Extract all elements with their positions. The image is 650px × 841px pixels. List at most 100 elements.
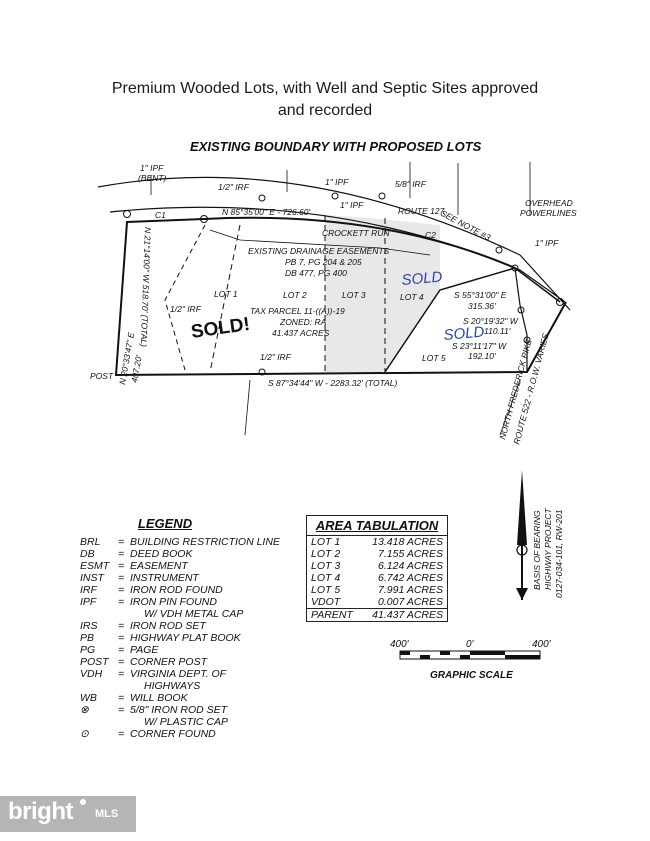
legend-item: W/ VDH METAL CAP xyxy=(80,608,300,620)
label-ipf-top: 1" IPF xyxy=(325,177,349,187)
label-irf-bottom: 1/2" IRF xyxy=(260,352,292,362)
area-title: AREA TABULATION xyxy=(307,516,447,536)
label-n20b: 407.20' xyxy=(129,354,144,383)
watermark-logo: bright MLS xyxy=(0,796,136,832)
legend-desc: IRON ROD SET xyxy=(130,620,206,632)
legend-desc: IRON PIN FOUND xyxy=(130,596,217,608)
legend-abbr: VDH xyxy=(80,668,103,680)
watermark-dot-icon xyxy=(80,799,86,805)
label-s20: S 20°19'32" W xyxy=(463,316,519,326)
legend-item: PG=PAGE xyxy=(80,644,300,656)
graphic-scale xyxy=(399,650,541,660)
legend-equals: = xyxy=(118,656,125,668)
label-overhead1: OVERHEAD xyxy=(525,198,573,208)
label-crockett: CROCKETT RUN xyxy=(322,228,390,238)
legend-desc: WILL BOOK xyxy=(130,692,188,704)
label-drain1: EXISTING DRAINAGE EASEMENTS xyxy=(248,246,390,256)
legend-abbr xyxy=(80,608,118,620)
legend-equals xyxy=(118,608,130,620)
label-tax3: 41.437 ACRES xyxy=(272,328,330,338)
label-post: POST xyxy=(90,371,114,381)
label-s20b: 110.11' xyxy=(484,326,511,336)
area-row-value: 0.007 ACRES xyxy=(378,596,443,608)
label-drain2: PB 7, PG 204 & 205 xyxy=(285,257,362,267)
label-c2: C2 xyxy=(425,230,436,240)
legend-abbr xyxy=(80,716,118,728)
label-lot5: LOT 5 xyxy=(422,353,446,363)
legend-item: POST=CORNER POST xyxy=(80,656,300,668)
legend-item: ⊙=CORNER FOUND xyxy=(80,728,300,740)
road-line-outer xyxy=(97,176,571,311)
legend-equals: = xyxy=(118,560,125,572)
legend-desc: IRON ROD FOUND xyxy=(130,584,223,596)
legend-item: DB=DEED BOOK xyxy=(80,548,300,560)
area-parent-value: 41.437 ACRES xyxy=(372,609,443,621)
sold-lot1: SOLD! xyxy=(190,314,251,343)
legend-abbr: BRL xyxy=(80,536,101,548)
label-s23: S 23°11'17" W xyxy=(452,341,507,351)
legend-desc: VIRGINIA DEPT. OF xyxy=(130,668,227,680)
legend-desc: DEED BOOK xyxy=(130,548,193,560)
legend-desc: 5/8" IRON ROD SET xyxy=(130,704,228,716)
legend-item: IPF=IRON PIN FOUND xyxy=(80,596,300,608)
label-s55: S 55°31'00" E xyxy=(454,290,507,300)
legend-equals: = xyxy=(118,632,125,644)
north-boundary xyxy=(203,216,516,269)
legend-equals: = xyxy=(118,548,125,560)
legend-desc: CORNER FOUND xyxy=(130,728,216,740)
legend-abbr: ⊗ xyxy=(80,704,89,716)
area-row-name: LOT 2 xyxy=(311,548,341,560)
legend-equals: = xyxy=(118,620,125,632)
page-title-line1: Premium Wooded Lots, with Well and Septi… xyxy=(111,80,539,97)
area-parent-name: PARENT xyxy=(311,609,353,621)
scale-title: GRAPHIC SCALE xyxy=(430,670,513,681)
legend-desc: HIGHWAY PLAT BOOK xyxy=(130,632,241,644)
label-ipf-bent: 1" IPF xyxy=(140,163,164,173)
legend-abbr xyxy=(80,680,118,692)
label-basis3: 0127-034-101, RW-201 xyxy=(554,509,564,598)
area-row: LOT 2 7.155 ACRES xyxy=(307,548,447,560)
label-ipf-bent2: (BENT) xyxy=(138,173,167,183)
area-row-value: 13.418 ACRES xyxy=(372,536,443,548)
label-drain3: DB 477, PG 400 xyxy=(285,268,347,278)
plat-title: EXISTING BOUNDARY WITH PROPOSED LOTS xyxy=(190,139,482,154)
legend-equals: = xyxy=(118,596,125,608)
label-seenote: SEE NOTE #3 xyxy=(439,208,492,243)
north-arrow-icon xyxy=(516,470,528,600)
label-s23b: 192.10' xyxy=(468,351,496,361)
legend-equals: = xyxy=(118,536,125,548)
label-basis2: HIGHWAY PROJECT xyxy=(543,507,553,590)
legend-item: ESMT=EASEMENT xyxy=(80,560,300,572)
area-row-value: 7.155 ACRES xyxy=(378,548,443,560)
label-irf-left: 1/2" IRF xyxy=(170,304,202,314)
label-route127: ROUTE 127 xyxy=(398,206,445,216)
label-tax1: TAX PARCEL 11-((A))-19 xyxy=(250,306,345,316)
scale-mid: 0' xyxy=(466,639,475,650)
leader-line xyxy=(244,379,251,436)
label-bearing-top: N 85°35'00" E - 726.60' xyxy=(222,207,310,217)
area-row-name: LOT 5 xyxy=(311,584,341,596)
label-s55b: 315.36' xyxy=(468,301,496,311)
legend-abbr: INST xyxy=(80,572,104,584)
legend-item: VDH = VIRGINIA DEPT. OF xyxy=(80,668,300,680)
right-boundary xyxy=(514,267,561,303)
sold-lot4: SOLD xyxy=(401,268,443,289)
label-ipf-road: 1" IPF xyxy=(340,200,364,210)
label-bottom-bearing: S 87°34'44" W - 2283.32' (TOTAL) xyxy=(268,378,398,388)
scale-right: 400' xyxy=(532,639,552,650)
legend-equals: = xyxy=(118,668,125,680)
label-lot1: LOT 1 xyxy=(214,289,238,299)
area-parent-row: PARENT 41.437 ACRES xyxy=(307,608,447,621)
legend-desc: CORNER POST xyxy=(130,656,208,668)
drainage-easement-line xyxy=(209,229,431,256)
legend-equals xyxy=(118,680,130,692)
label-irf-half-top: 1/2" IRF xyxy=(218,182,250,192)
legend-item: IRS=IRON ROD SET xyxy=(80,620,300,632)
outer-boundary xyxy=(114,218,567,377)
plat-drawing: EXISTING BOUNDARY WITH PROPOSED LOTS 1" … xyxy=(90,139,577,681)
legend-abbr: IRF xyxy=(80,584,97,596)
